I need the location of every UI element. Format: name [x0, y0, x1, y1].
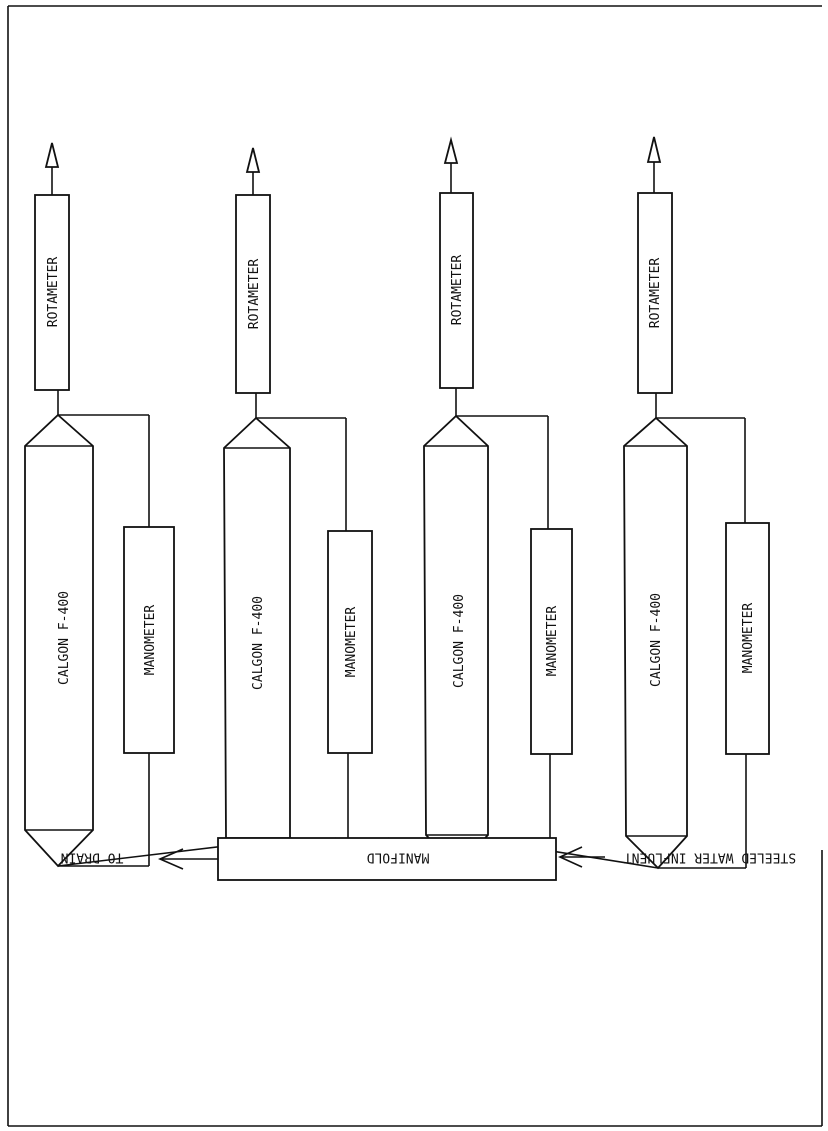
outlet-arrow-icon	[245, 147, 261, 173]
unit-4: ROTAMETER CALGON F-400 MANOMETER	[623, 136, 770, 870]
manometer-label: MANOMETER	[741, 603, 756, 674]
rotameter-label: ROTAMETER	[46, 257, 61, 328]
manometer-box	[725, 522, 770, 755]
unit-1: ROTAMETER CALGON F-400 MANOMETER	[24, 142, 175, 868]
rotameter-label: ROTAMETER	[450, 255, 465, 326]
column-label: CALGON F-400	[452, 594, 467, 688]
manometer-label: MANOMETER	[143, 605, 158, 676]
drain-arrow-icon	[157, 848, 184, 870]
column-label: CALGON F-400	[649, 593, 664, 687]
unit-3: ROTAMETER CALGON F-400 MANOMETER	[423, 136, 573, 869]
rotameter-box	[439, 192, 474, 389]
manometer-box	[123, 526, 175, 754]
drain-label: TO DRAIN	[61, 850, 124, 865]
rotameter-box	[637, 192, 673, 394]
rotameter-box	[235, 194, 271, 394]
column-label: CALGON F-400	[251, 596, 266, 690]
outlet-arrow-icon	[44, 142, 60, 168]
manometer-label: MANOMETER	[344, 607, 359, 678]
manometer-label: MANOMETER	[545, 606, 560, 677]
manometer-box	[530, 528, 573, 755]
column-label: CALGON F-400	[57, 591, 72, 685]
rotameter-label: ROTAMETER	[247, 259, 262, 330]
rotameter-box	[34, 194, 70, 391]
manifold-label: MANIFOLD	[367, 850, 430, 865]
manifold-box	[217, 837, 557, 881]
influent-label: STEELED WATER INFLUENT	[624, 850, 796, 865]
manometer-box	[327, 530, 373, 754]
outlet-arrow-icon	[646, 136, 662, 163]
unit-2: ROTAMETER CALGON F-400 MANOMETER	[223, 147, 373, 871]
outlet-arrow-icon	[443, 136, 459, 164]
influent-arrow-icon	[558, 846, 583, 868]
rotameter-label: ROTAMETER	[648, 258, 663, 329]
